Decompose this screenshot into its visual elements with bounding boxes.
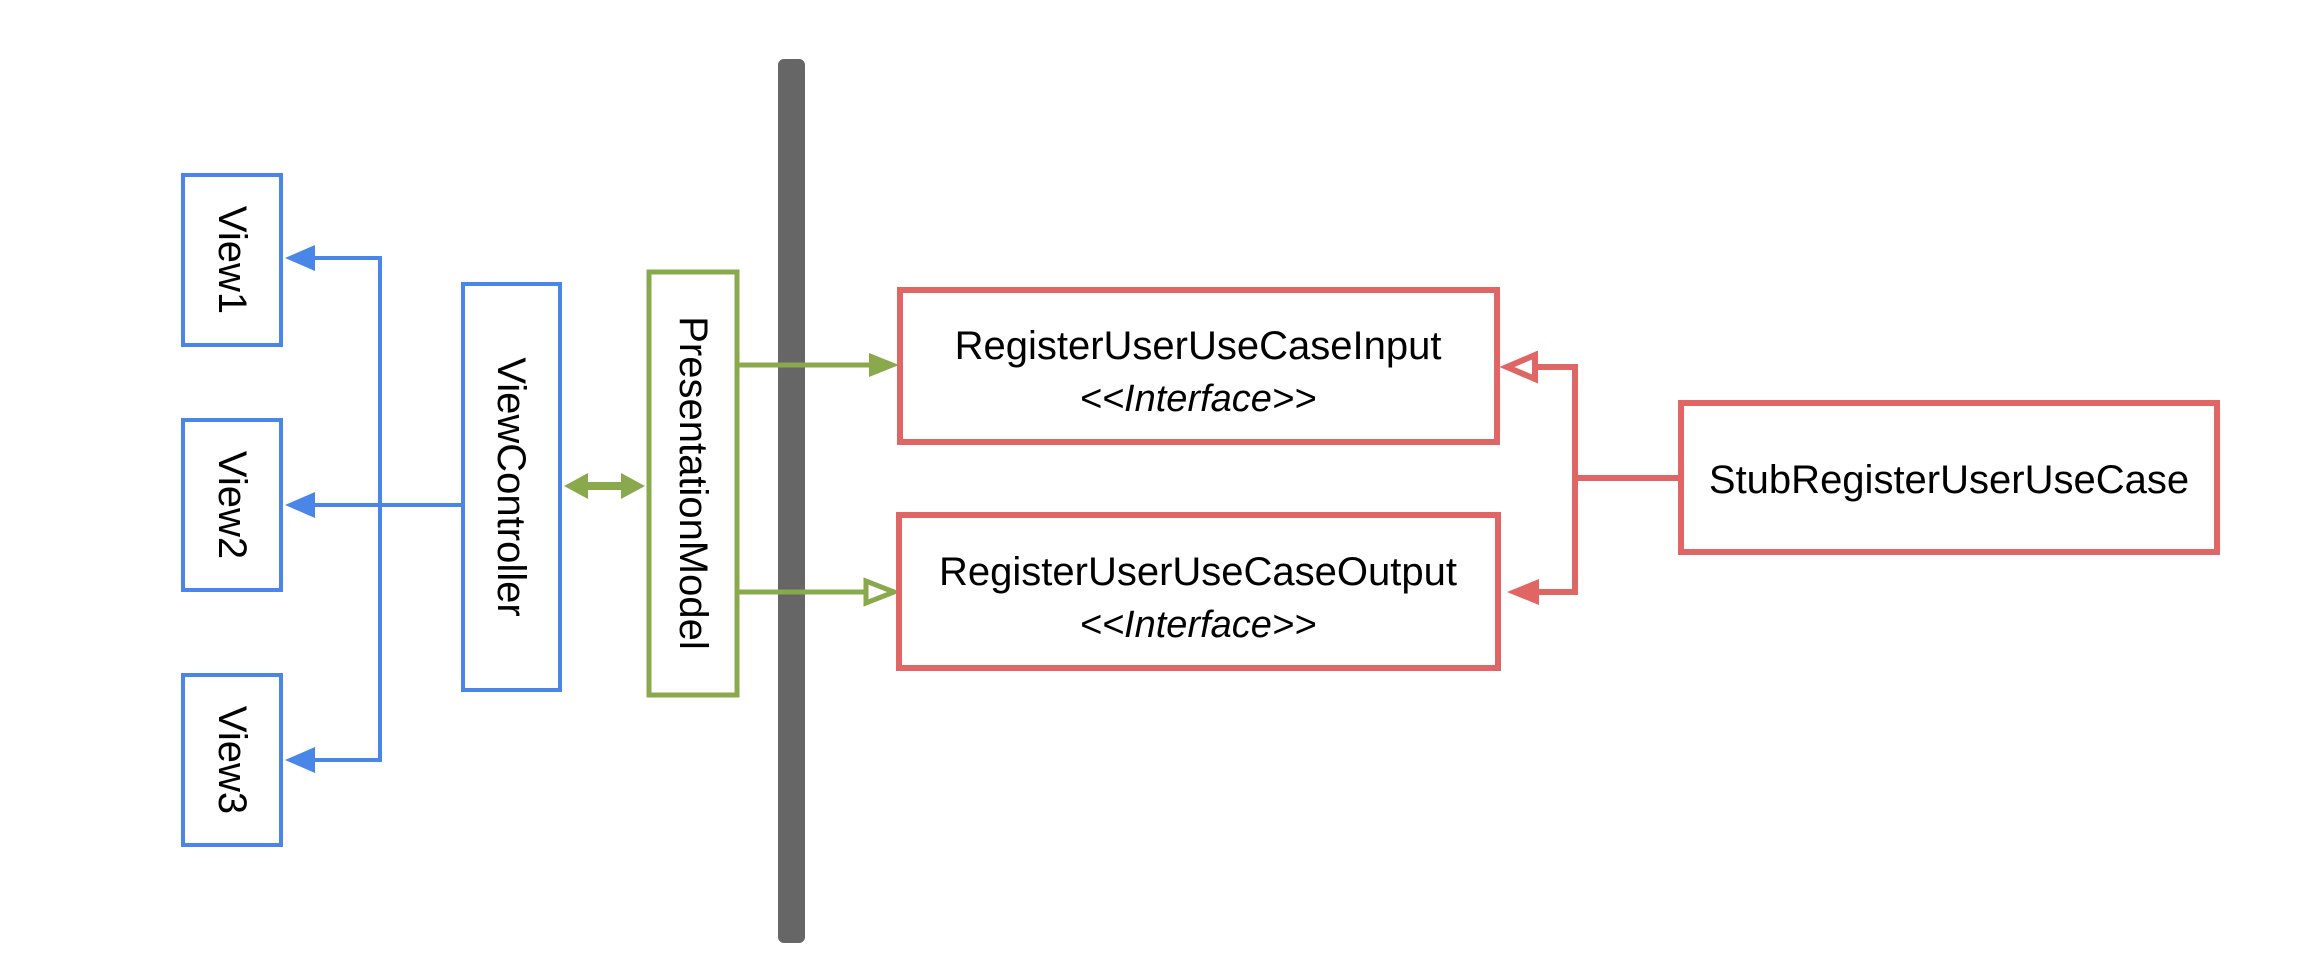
node-view2: View2 <box>181 418 283 592</box>
registeruserusecaseoutput-stereotype: <<Interface>> <box>1080 604 1317 646</box>
node-viewcontroller: ViewController <box>461 282 562 692</box>
presentationmodel-box <box>646 269 740 698</box>
node-view3: View3 <box>181 673 283 847</box>
solid-arrowhead-into-view2 <box>285 492 315 518</box>
view1-box <box>181 173 283 347</box>
node-presentationmodel: PresentationModel <box>646 269 740 698</box>
boundary-bar <box>778 59 805 943</box>
connector-stub-to-interfaces <box>1499 350 1681 605</box>
connector-presentationmodel-to-output <box>734 577 901 607</box>
stubregisteruserusecase-box <box>1678 400 2220 555</box>
node-registeruserusecaseoutput: RegisterUserUseCaseOutput <<Interface>> <box>896 512 1501 671</box>
node-view1: View1 <box>181 173 283 347</box>
registeruserusecaseinput-stereotype: <<Interface>> <box>1080 378 1317 420</box>
connector-presentationmodel-to-input <box>734 353 899 377</box>
registeruserusecaseoutput-label: RegisterUserUseCaseOutput <box>939 550 1457 594</box>
view2-label: View2 <box>210 451 254 559</box>
view3-label: View3 <box>210 706 254 814</box>
view1-label: View1 <box>210 206 254 314</box>
registeruserusecaseinput-label: RegisterUserUseCaseInput <box>955 324 1442 368</box>
hollow-arrowhead-into-output <box>863 577 901 607</box>
solid-arrowhead-into-input <box>869 353 899 377</box>
viewcontroller-label: ViewController <box>489 357 533 616</box>
hollow-arrowhead-into-input <box>1499 350 1538 384</box>
view3-box <box>181 673 283 847</box>
solid-arrowhead-into-view3 <box>285 747 315 773</box>
double-arrowhead-vc-pm <box>564 473 645 499</box>
presentationmodel-label: PresentationModel <box>671 316 715 650</box>
solid-arrowhead-into-view1 <box>285 245 315 271</box>
stubregisteruserusecase-label: StubRegisterUserUseCase <box>1709 458 2189 502</box>
connector-viewcontroller-to-views <box>285 245 463 773</box>
viewcontroller-box <box>461 282 562 692</box>
node-registeruserusecaseinput: RegisterUserUseCaseInput <<Interface>> <box>897 287 1500 445</box>
solid-arrowhead-into-output <box>1507 579 1539 605</box>
node-stubregisteruserusecase: StubRegisterUserUseCase <box>1678 400 2220 555</box>
registeruserusecaseinput-box <box>897 287 1500 445</box>
connector-viewcontroller-presentationmodel <box>564 473 645 499</box>
registeruserusecaseoutput-box <box>896 512 1501 671</box>
view2-box <box>181 418 283 592</box>
